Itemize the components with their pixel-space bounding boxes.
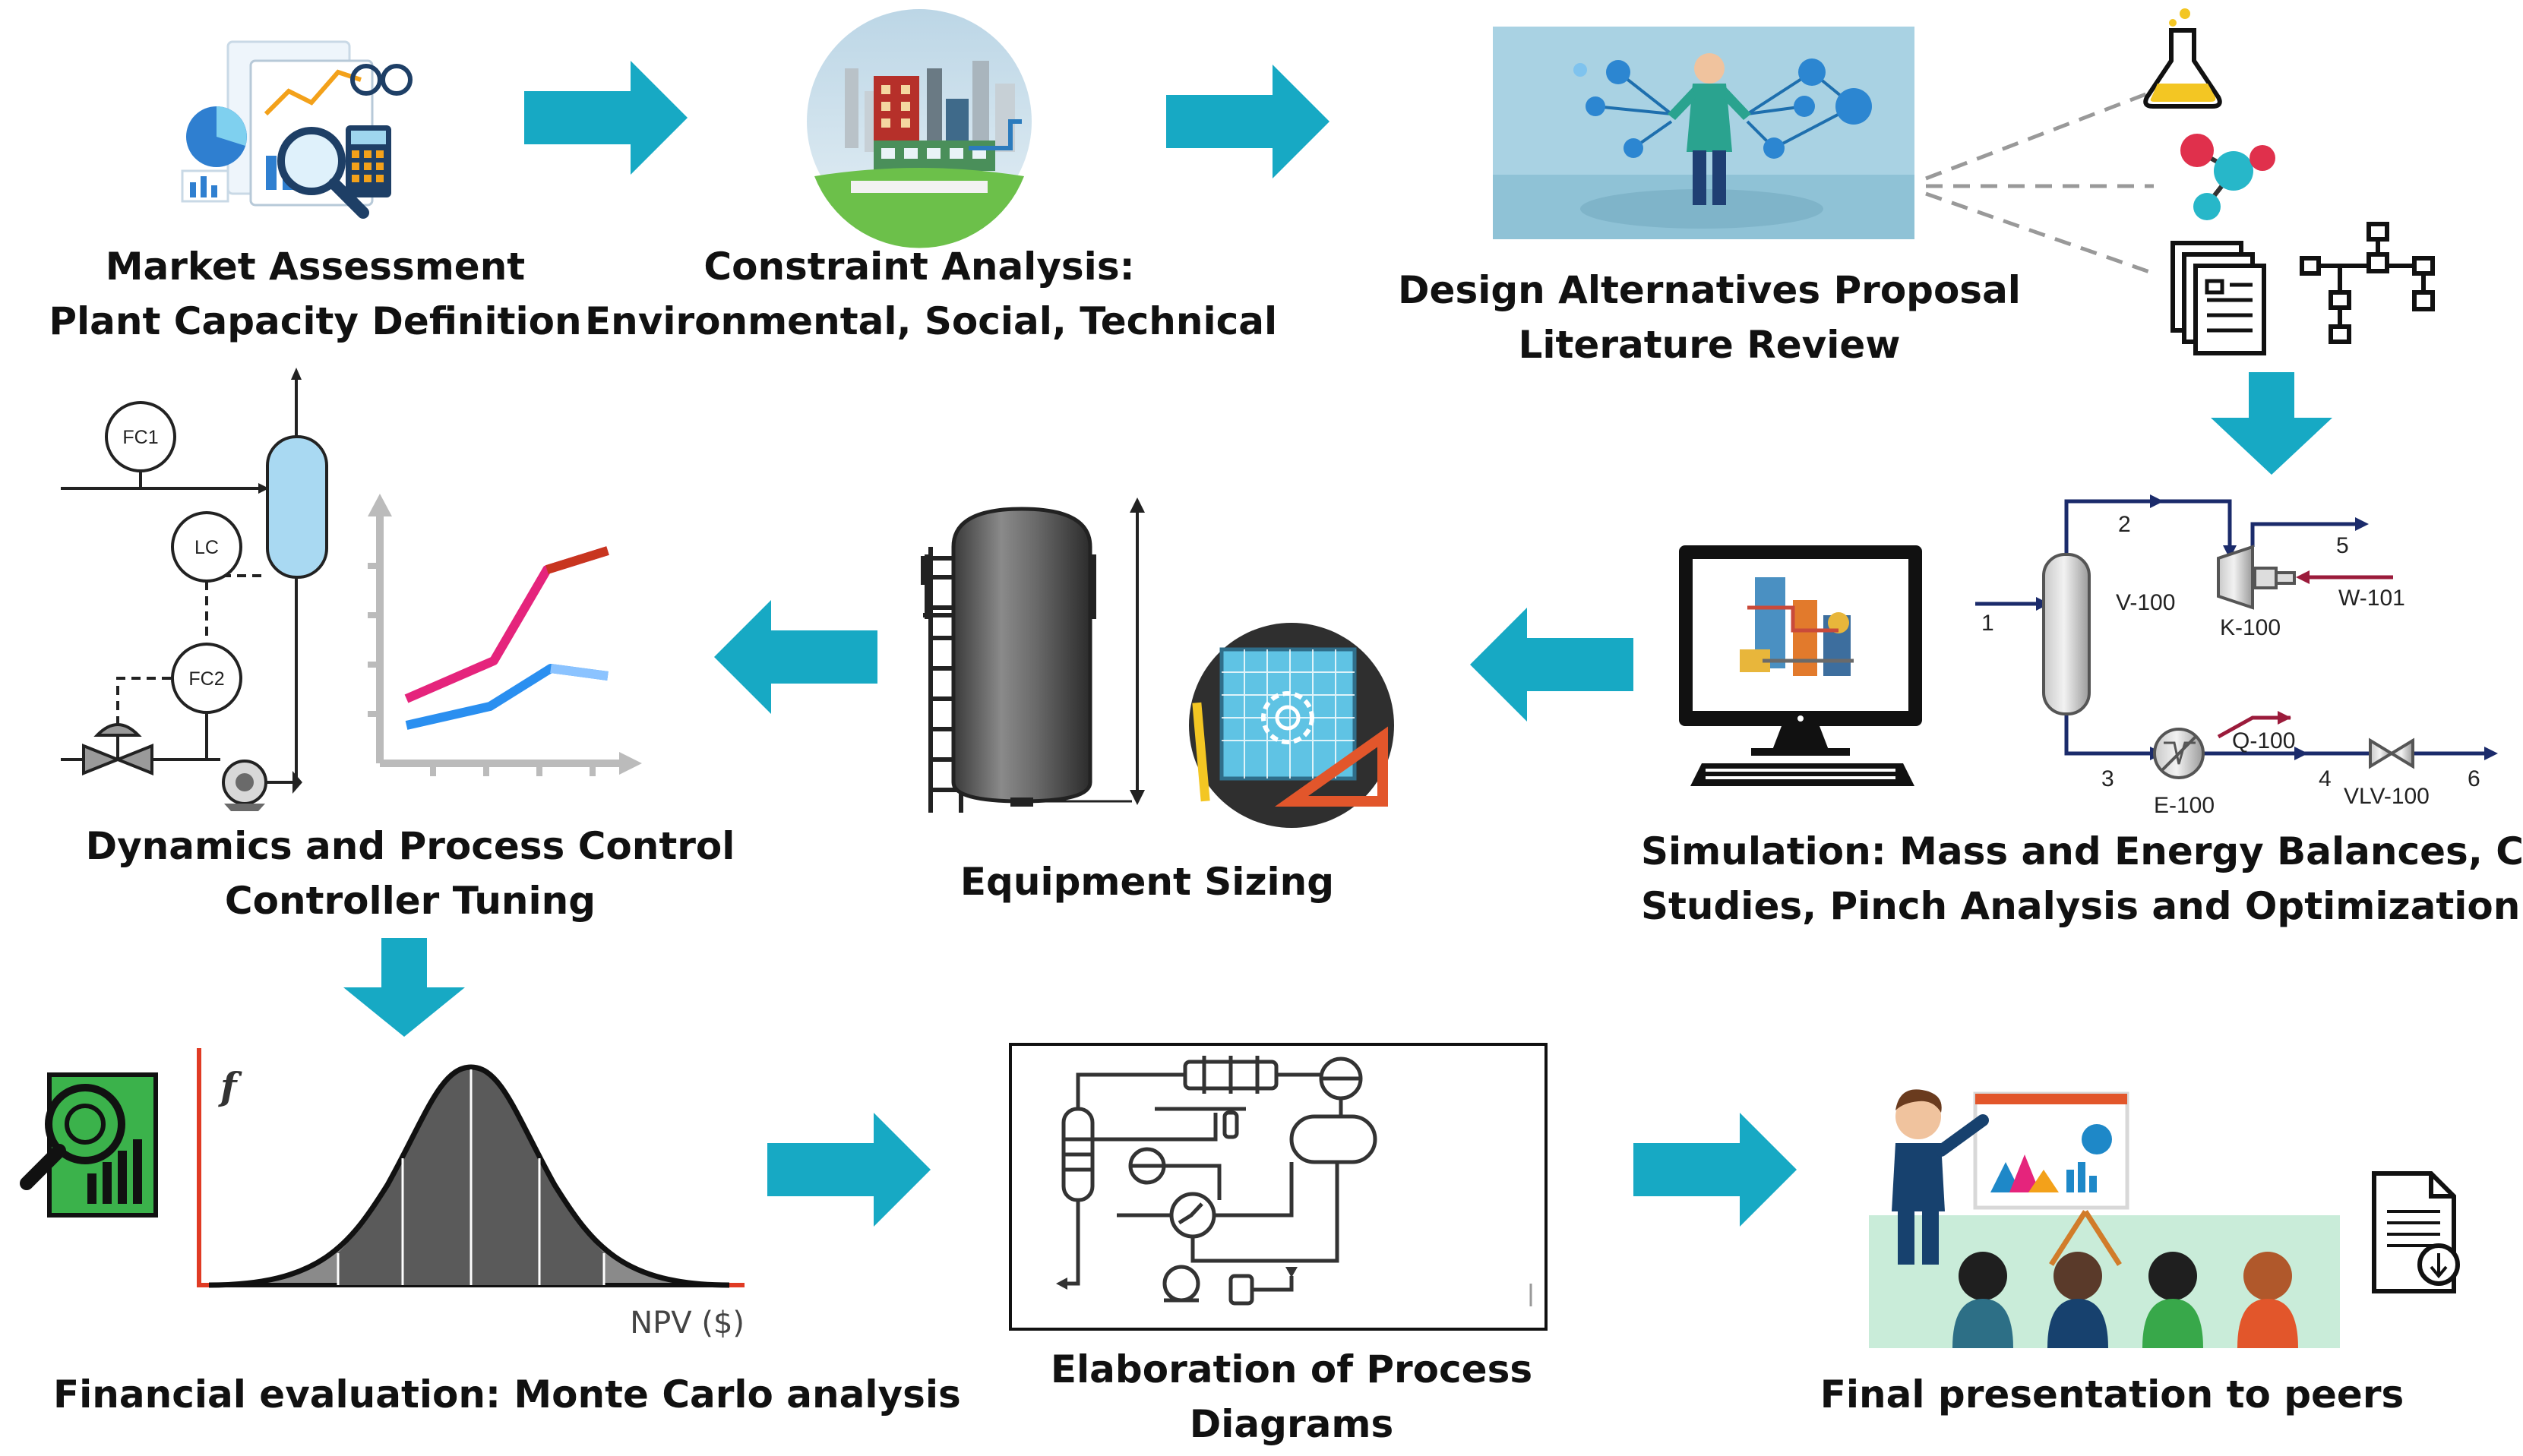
chart-y-label: f xyxy=(218,1064,242,1109)
caption-diagrams-line2: Diagrams xyxy=(1189,1402,1394,1446)
arrow-market-to-constraint xyxy=(524,61,688,175)
caption-control: Dynamics and Process Control Controller … xyxy=(84,819,737,928)
financial-report-icon xyxy=(20,1072,158,1218)
caption-constraint-line2: Environmental, Social, Technical xyxy=(585,299,1278,343)
caption-market: Market Assessment Plant Capacity Definit… xyxy=(23,239,608,349)
process-diagram-icon xyxy=(1009,1043,1548,1331)
documents-icon xyxy=(2170,241,2266,355)
caption-simulation-line2: Studies, Pinch Analysis and Optimization xyxy=(1641,884,2521,928)
industrial-plant-icon xyxy=(807,9,1032,248)
control-loop-icon xyxy=(61,368,328,811)
tag-lc: LC xyxy=(194,537,219,558)
dashed-connectors xyxy=(1925,89,2155,276)
caption-design-line1: Design Alternatives Proposal xyxy=(1398,268,2021,312)
caption-control-line2: Controller Tuning xyxy=(224,879,596,923)
caption-presentation-line1: Final presentation to peers xyxy=(1820,1372,2404,1417)
column-vessel xyxy=(2042,553,2091,715)
caption-design-line2: Literature Review xyxy=(1518,323,1901,367)
distribution-curve-icon xyxy=(197,1048,745,1288)
stream-label-6: 6 xyxy=(2468,766,2480,791)
caption-constraint: Constraint Analysis: Environmental, Soci… xyxy=(585,239,1278,349)
flow-arrows xyxy=(343,61,2332,1227)
stream-label-1: 1 xyxy=(1981,611,1994,636)
caption-control-line1: Dynamics and Process Control xyxy=(85,824,735,868)
arrow-constraint-to-design xyxy=(1166,65,1329,178)
stream-label-5: 5 xyxy=(2336,533,2349,558)
unit-label-exchanger: E-100 xyxy=(2154,793,2215,818)
market-analysis-icon xyxy=(181,40,413,219)
caption-design: Design Alternatives Proposal Literature … xyxy=(1383,263,2036,372)
molecule-icon xyxy=(2180,134,2275,220)
trend-chart-icon xyxy=(368,494,642,776)
unit-label-compressor: K-100 xyxy=(2220,615,2281,640)
caption-sizing: Equipment Sizing xyxy=(912,854,1383,909)
unit-label-work: W-101 xyxy=(2338,586,2405,611)
arrow-sizing-to-control xyxy=(714,600,877,714)
simulation-flowsheet xyxy=(1975,494,2498,779)
arrow-diagrams-to-presentation xyxy=(1633,1113,1797,1227)
audience-row xyxy=(1952,1252,2298,1348)
arrow-control-down xyxy=(343,938,465,1037)
arrow-simulation-to-sizing xyxy=(1470,608,1633,722)
caption-financial: Financial evaluation: Monte Carlo analys… xyxy=(53,1367,961,1422)
stream-label-3: 3 xyxy=(2101,766,2114,791)
tag-fc2: FC2 xyxy=(188,668,224,690)
control-tags: FC1 LC FC2 xyxy=(122,427,224,690)
presenter-audience-icon xyxy=(1869,1089,2340,1348)
stream-label-4: 4 xyxy=(2319,766,2332,791)
unit-label-heat: Q-100 xyxy=(2232,728,2295,753)
blueprint-icon xyxy=(1189,623,1394,828)
caption-sizing-line1: Equipment Sizing xyxy=(960,860,1335,904)
caption-financial-line1: Financial evaluation: Monte Carlo analys… xyxy=(53,1372,961,1417)
caption-presentation: Final presentation to peers xyxy=(1793,1367,2431,1422)
pressure-vessel-icon xyxy=(921,497,1145,813)
unit-label-column: V-100 xyxy=(2116,590,2175,615)
caption-simulation-line1: Simulation: Mass and Energy Balances, Ca… xyxy=(1641,829,2523,873)
arrow-design-down xyxy=(2211,372,2332,475)
computer-monitor-icon xyxy=(1679,545,1922,786)
caption-constraint-line1: Constraint Analysis: xyxy=(703,245,1135,289)
caption-simulation: Simulation: Mass and Energy Balances, Ca… xyxy=(1641,824,2523,933)
heat-exchanger xyxy=(2153,728,2205,779)
tree-structure-icon xyxy=(2300,222,2435,344)
flowsheet-labels: 1 2 3 4 5 6 V-100 K-100 W-101 Q-100 E-10… xyxy=(1981,512,2480,818)
tag-fc1: FC1 xyxy=(122,427,158,448)
stream-label-2: 2 xyxy=(2118,512,2131,537)
caption-market-line2: Plant Capacity Definition xyxy=(49,299,582,343)
caption-diagrams: Elaboration of Process Diagrams xyxy=(1010,1342,1573,1451)
compressor-unit xyxy=(2217,545,2296,610)
plant-3d-icon xyxy=(1740,577,1854,676)
arrow-financial-to-diagrams xyxy=(767,1113,931,1227)
unit-label-valve: VLV-100 xyxy=(2344,784,2430,809)
chart-x-label: NPV ($) xyxy=(630,1306,745,1341)
caption-market-line1: Market Assessment xyxy=(105,245,526,289)
flask-icon xyxy=(2143,8,2222,109)
valve-unit xyxy=(2369,737,2414,769)
download-document-icon xyxy=(2372,1171,2460,1293)
caption-diagrams-line1: Elaboration of Process xyxy=(1050,1347,1533,1391)
network-presenter-icon xyxy=(1493,27,1914,239)
